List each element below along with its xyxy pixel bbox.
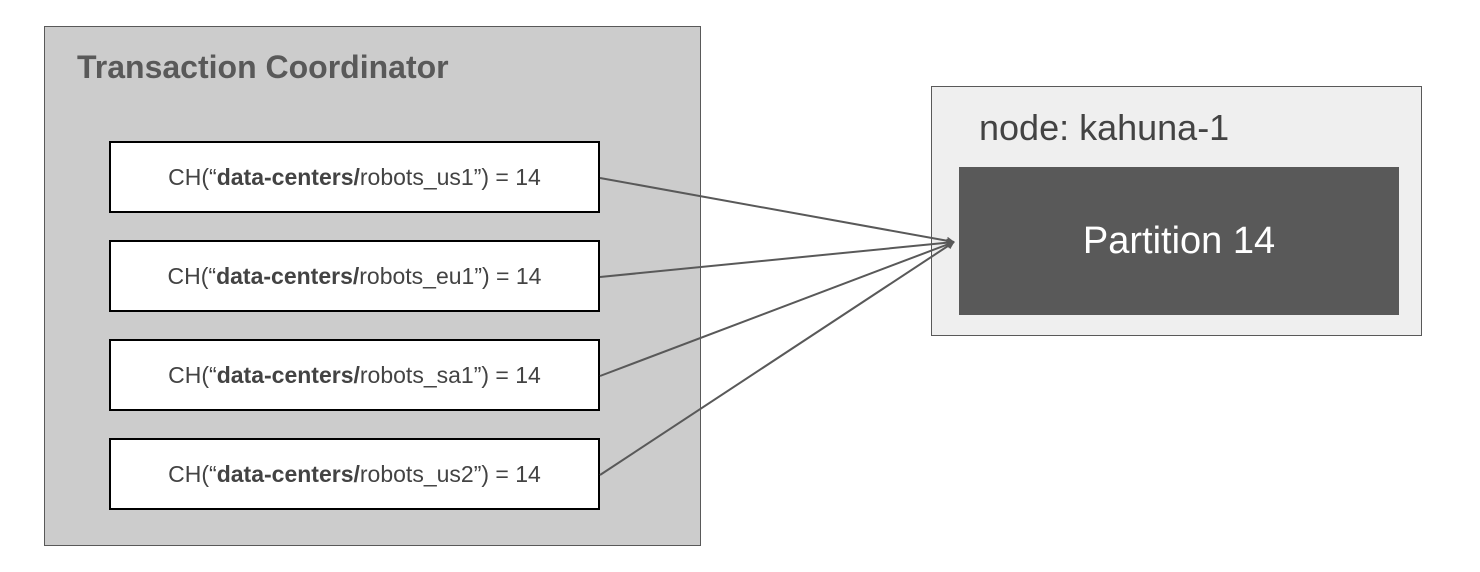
hash-box-eu1: CH(“data-centers/robots_eu1”) = 14 [109,240,600,312]
hash-prefix: CH(“ [168,460,217,487]
hash-prefix: CH(“ [167,262,217,289]
hash-suffix: ”) = 14 [473,163,541,190]
partition-box: Partition 14 [959,167,1399,315]
hash-bold-path: data-centers/ [216,163,360,190]
hash-box-us2: CH(“data-centers/robots_us2”) = 14 [109,438,600,510]
hash-bold-path: data-centers/ [216,262,360,289]
hash-name: robots_sa1 [359,361,474,388]
hash-prefix: CH(“ [168,163,217,190]
hash-suffix: ”) = 14 [473,460,541,487]
hash-name: robots_us1 [359,163,474,190]
coordinator-title: Transaction Coordinator [77,49,449,85]
hash-name: robots_us2 [359,460,474,487]
hash-bold-path: data-centers/ [216,361,360,388]
hash-suffix: ”) = 14 [474,262,542,289]
hash-box-sa1: CH(“data-centers/robots_sa1”) = 14 [109,339,600,411]
node-title: node: kahuna-1 [979,107,1230,148]
hash-prefix: CH(“ [168,361,217,388]
hash-name: robots_eu1 [359,262,475,289]
hash-bold-path: data-centers/ [216,460,360,487]
hash-suffix: ”) = 14 [473,361,541,388]
partition-label: Partition 14 [1082,219,1276,262]
hash-box-us1: CH(“data-centers/robots_us1”) = 14 [109,141,600,213]
